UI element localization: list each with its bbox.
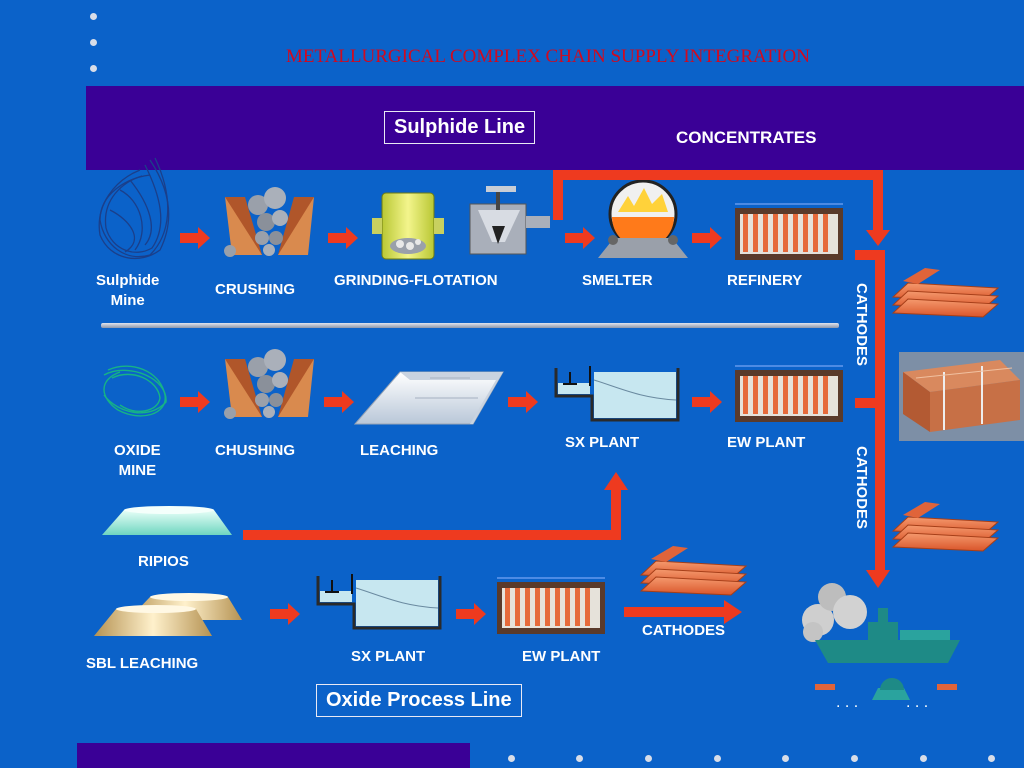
label-leaching: LEACHING [360,442,439,459]
label-sbl-cathodes: CATHODES [642,622,726,639]
label-ripios: RIPIOS [138,553,189,570]
bullet-dot [90,13,97,20]
svg-text:. . .: . . . [906,694,928,711]
flow-arrow [324,391,354,413]
ship-icon: . . . . . . [802,583,960,711]
bullet-dot [90,39,97,46]
crusher-icon [224,187,314,257]
flow-lines [243,170,890,624]
step-arrows [180,227,722,625]
label-ew-plant: EW PLANT [727,434,806,451]
label-cathodes-vertical-1: CATHODES [853,283,870,367]
flow-arrow [565,227,595,249]
label-sx-plant: SX PLANT [565,434,640,451]
flotation-cell-icon [469,186,550,255]
flow-arrow [508,391,538,413]
ripios-pile-icon [102,506,232,535]
bullet-dot [782,755,789,762]
sx-plant-icon [554,366,680,422]
bullet-dot [920,755,927,762]
flow-arrow [692,227,722,249]
label-grinding-flotation: GRINDING-FLOTATION [334,272,498,289]
bullet-dot [988,755,995,762]
label-refinery: REFINERY [727,272,803,289]
bullet-dot [851,755,858,762]
flow-arrow [692,391,722,413]
concentrates-label: CONCENTRATES [676,128,817,147]
sbl-leaching-icon [94,593,242,636]
oxide-mine-icon [103,365,167,417]
flow-arrow [180,227,210,249]
label-chushing: CHUSHING [215,442,296,459]
bullet-dot [576,755,583,762]
label-cathodes-vertical-2: CATHODES [853,446,870,530]
bullet-dot [508,755,515,762]
cathode-bundle-icon [899,352,1024,441]
bullet-dot [90,65,97,72]
oxide-process-heading: Oxide Process Line [316,684,522,717]
flow-arrow [328,227,358,249]
page-title: METALLURGICAL COMPLEX CHAIN SUPPLY INTEG… [286,46,810,67]
label-crushing: CRUSHING [215,281,296,298]
leaching-heap-icon [353,371,504,425]
label-sbl-sx-plant: SX PLANT [351,648,426,665]
bullet-dot [645,755,652,762]
flow-arrow [270,603,300,625]
bullet-dot [714,755,721,762]
line-divider [101,323,839,328]
smelter-icon [598,179,688,258]
svg-text:. . .: . . . [836,694,858,711]
sulphide-mine-icon [98,157,170,260]
flow-arrow [180,391,210,413]
footer-band [77,743,470,768]
sulphide-line-heading: Sulphide Line [384,111,536,144]
label-smelter: SMELTER [582,272,653,289]
refinery-tank-icon [735,203,843,260]
header-band [86,86,1024,170]
grinding-mill-icon [372,192,444,260]
label-sbl-leaching: SBL LEACHING [86,655,199,672]
label-sbl-ew-plant: EW PLANT [522,648,601,665]
flow-arrow [456,603,486,625]
cathode-stack-icon [891,268,1000,318]
